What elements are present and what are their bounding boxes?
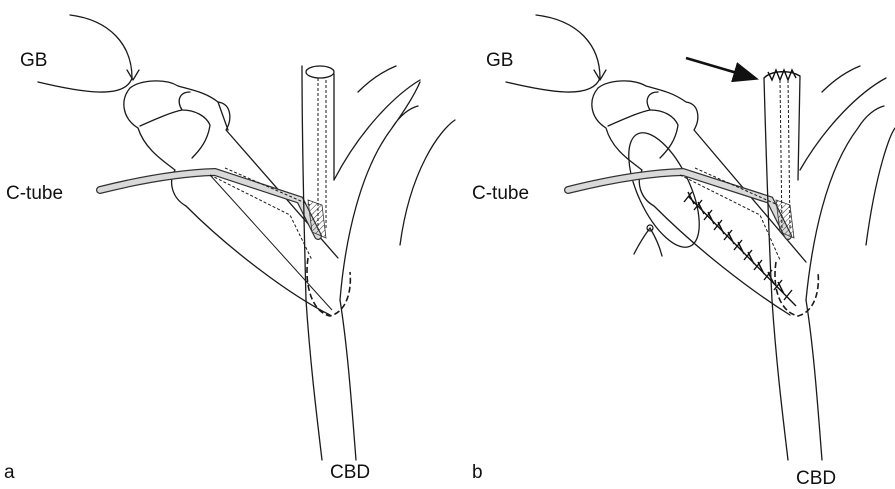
duct-branches xyxy=(334,80,420,300)
gallbladder-fold-2 xyxy=(650,110,678,158)
suture-ring xyxy=(614,123,714,257)
panel-b: GB C-tube CBD b xyxy=(472,15,895,489)
gallbladder-fold xyxy=(140,92,190,126)
thread-arrow xyxy=(127,70,139,80)
panel-a: GB C-tube CBD a xyxy=(4,15,455,483)
common-bile-duct xyxy=(306,300,356,460)
hepatic-duct xyxy=(764,76,800,300)
hatched-incision xyxy=(308,200,326,238)
c-tube-label: C-tube xyxy=(6,183,63,204)
duct-opening xyxy=(306,66,334,78)
panel-label-a: a xyxy=(4,462,15,483)
suture-thread xyxy=(506,15,600,92)
pointer-arrow xyxy=(686,58,754,78)
hepatic-duct xyxy=(302,66,306,300)
cbd-label: CBD xyxy=(796,468,836,489)
panel-label-b: b xyxy=(472,462,483,483)
gallbladder-fold xyxy=(608,92,658,126)
duct-branches xyxy=(800,78,886,300)
suture-thread xyxy=(38,15,132,92)
inner-outline xyxy=(210,168,312,260)
common-bile-duct xyxy=(772,300,822,460)
gb-label: GB xyxy=(20,50,47,71)
gallbladder-fold-2 xyxy=(182,110,210,158)
gb-label: GB xyxy=(486,50,513,71)
hatched-incision xyxy=(776,200,794,238)
closed-duct-sutures xyxy=(764,70,800,80)
duct-edge xyxy=(210,175,332,310)
ring-knot xyxy=(634,228,662,256)
cbd-label: CBD xyxy=(330,462,370,483)
gallbladder xyxy=(592,81,806,315)
c-tube-label: C-tube xyxy=(472,183,529,204)
